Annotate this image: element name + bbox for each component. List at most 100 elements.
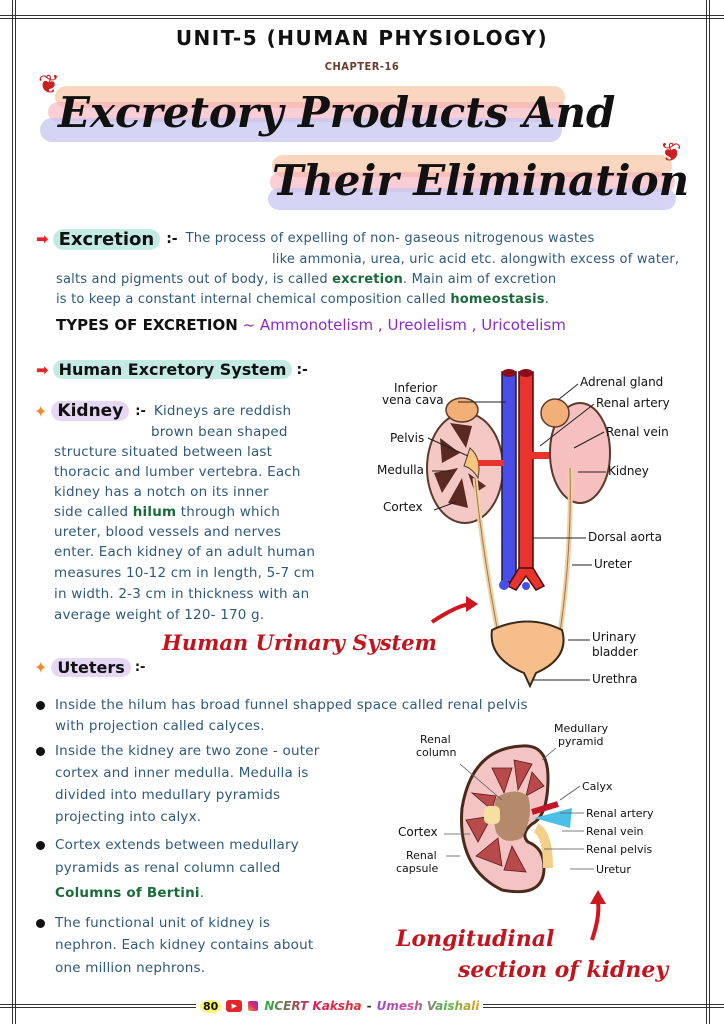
kidney-description: ✦ Kidney :- Kidneys are reddish brown be… [34, 400, 404, 626]
list-item: Cortex extends between medullary pyramid… [36, 834, 376, 906]
kidney-section-diagram [460, 744, 572, 894]
excretion-line: like ammonia, urea, uric acid etc. along… [272, 252, 680, 267]
separator: , [471, 316, 477, 334]
label-pelvis: Pelvis [390, 431, 425, 445]
section-heading-ureters: ✦ Uteters :- [34, 658, 145, 677]
label-inferior-vena-cava: vena cava [382, 393, 444, 407]
list-line: Inside the hilum has broad funnel shappe… [55, 697, 528, 713]
label-ureter: Ureter [594, 557, 632, 571]
label-kidney: Kidney [608, 464, 649, 478]
title-highlight [40, 118, 562, 142]
separator: , [377, 316, 383, 334]
caption-longitudinal-section: section of kidney [458, 957, 669, 983]
list-item: Inside the kidney are two zone - outer c… [36, 740, 376, 828]
section-title: Human Excretory System [52, 360, 293, 379]
text: . [199, 885, 205, 901]
kidney-line: side called hilum through which [54, 502, 404, 522]
label-renal-capsule: Renal [406, 849, 437, 862]
list-line: The functional unit of kidney is [55, 915, 271, 931]
kidney-term: Kidney [51, 401, 130, 421]
bullet-icon [36, 746, 45, 756]
kidney-line: ureter, blood vessels and nerves [54, 524, 282, 540]
title-highlight [268, 188, 676, 210]
label-ureter: Uretur [596, 863, 631, 876]
types-label: TYPES OF EXCRETION [56, 316, 238, 334]
type-ureotelism: Ureolelism [387, 316, 467, 334]
label-inferior-vena-cava: Inferior [394, 381, 438, 395]
separator: :- [135, 403, 146, 419]
kidney-line: in width. 2-3 cm in thickness with an [54, 586, 310, 602]
section-heading-excretory-system: ➡ Human Excretory System :- [36, 360, 308, 379]
author-name: Umesh Vaishali [376, 999, 480, 1013]
label-urinary-bladder: bladder [592, 645, 638, 659]
type-uricotelism: Uricotelism [481, 316, 566, 334]
urinary-system-diagram [426, 369, 611, 688]
list-line: one million nephrons. [55, 960, 206, 976]
text: side called [54, 504, 129, 520]
list-line: projecting into calyx. [55, 809, 202, 825]
bullet-icon [36, 700, 45, 710]
page-footer: 80 ▶ NCERT Kaksha - Umesh Vaishali [196, 996, 484, 1016]
excretion-line: The process of expelling of non- gaseous… [185, 231, 595, 246]
separator: :- [296, 361, 308, 378]
label-renal-column: column [416, 746, 457, 759]
page-title-line2: Their Elimination [272, 156, 690, 205]
caption-longitudinal-section: Longitudinal [396, 926, 555, 952]
separator: :- [134, 660, 146, 675]
list-line: nephron. Each kidney contains about [55, 937, 314, 953]
arrow-bullet-icon: ➡ [36, 230, 49, 248]
text: . [544, 292, 550, 307]
instagram-icon [247, 1000, 260, 1012]
excretion-line: salts and pigments out of body, is calle… [56, 270, 706, 290]
arrow-bullet-icon: ➡ [36, 360, 49, 379]
chapter-label: CHAPTER-16 [324, 60, 400, 73]
label-cortex: Cortex [398, 825, 438, 839]
list-item: Inside the hilum has broad funnel shappe… [36, 694, 686, 736]
list-line: pyramids as renal column called [55, 860, 281, 876]
title-highlight [272, 155, 672, 177]
label-medulla: Medulla [377, 463, 424, 477]
star-bullet-icon: ✦ [34, 401, 48, 421]
kidney-line: average weight of 120- 170 g. [54, 607, 265, 623]
kidney-line: brown bean shaped [151, 424, 288, 440]
page-border-top [0, 15, 724, 19]
kidney-line: Kidneys are reddish [153, 403, 292, 419]
footer-dash: - [366, 999, 372, 1013]
flourish-icon: ❦ [38, 70, 60, 100]
text: through which [180, 504, 281, 520]
label-renal-artery: Renal artery [586, 807, 654, 820]
kidney-line: structure situated between last [54, 444, 273, 460]
ureters-term: Uteters [51, 658, 131, 677]
page-title-line1: Excretory Products And [58, 88, 616, 137]
types-of-excretion: TYPES OF EXCRETION ~ Ammonotelism , Ureo… [56, 316, 706, 334]
page-border-right [706, 0, 710, 1024]
label-renal-vein: Renal vein [606, 425, 669, 439]
kidney-line: thoracic and lumber vertebra. Each [54, 464, 301, 480]
label-cortex: Cortex [383, 500, 423, 514]
star-bullet-icon: ✦ [34, 658, 48, 677]
list-line: with projection called calyces. [55, 718, 265, 734]
title-highlight [270, 172, 675, 192]
kidney-line: kidney has a notch on its inner [54, 484, 269, 500]
label-renal-vein: Renal vein [586, 825, 644, 838]
page-border-left [12, 0, 16, 1024]
text: . Main aim of excretion [402, 272, 557, 287]
page-number: 80 [200, 999, 222, 1013]
keyword-excretion: excretion [332, 272, 403, 287]
text: salts and pigments out of body, is calle… [56, 272, 328, 287]
bullet-icon [36, 840, 45, 850]
label-renal-capsule: capsule [396, 862, 439, 875]
label-medullary-pyramid: pyramid [558, 735, 604, 748]
keyword-hilum: hilum [132, 504, 177, 520]
list-line: Inside the kidney are two zone - outer [55, 743, 320, 759]
label-adrenal-gland: Adrenal gland [580, 375, 664, 389]
keyword-homeostasis: homeostasis [450, 292, 545, 307]
youtube-icon: ▶ [226, 1000, 243, 1012]
list-line: Cortex extends between medullary [55, 837, 299, 853]
list-line: cortex and inner medulla. Medulla is [55, 765, 309, 781]
list-line: Columns of Bertini. [55, 880, 376, 906]
caption-human-urinary-system: Human Urinary System [162, 630, 437, 655]
label-calyx: Calyx [582, 780, 613, 793]
kidney-line: measures 10-12 cm in length, 5-7 cm [54, 565, 315, 581]
list-item: The functional unit of kidney is nephron… [36, 912, 386, 980]
